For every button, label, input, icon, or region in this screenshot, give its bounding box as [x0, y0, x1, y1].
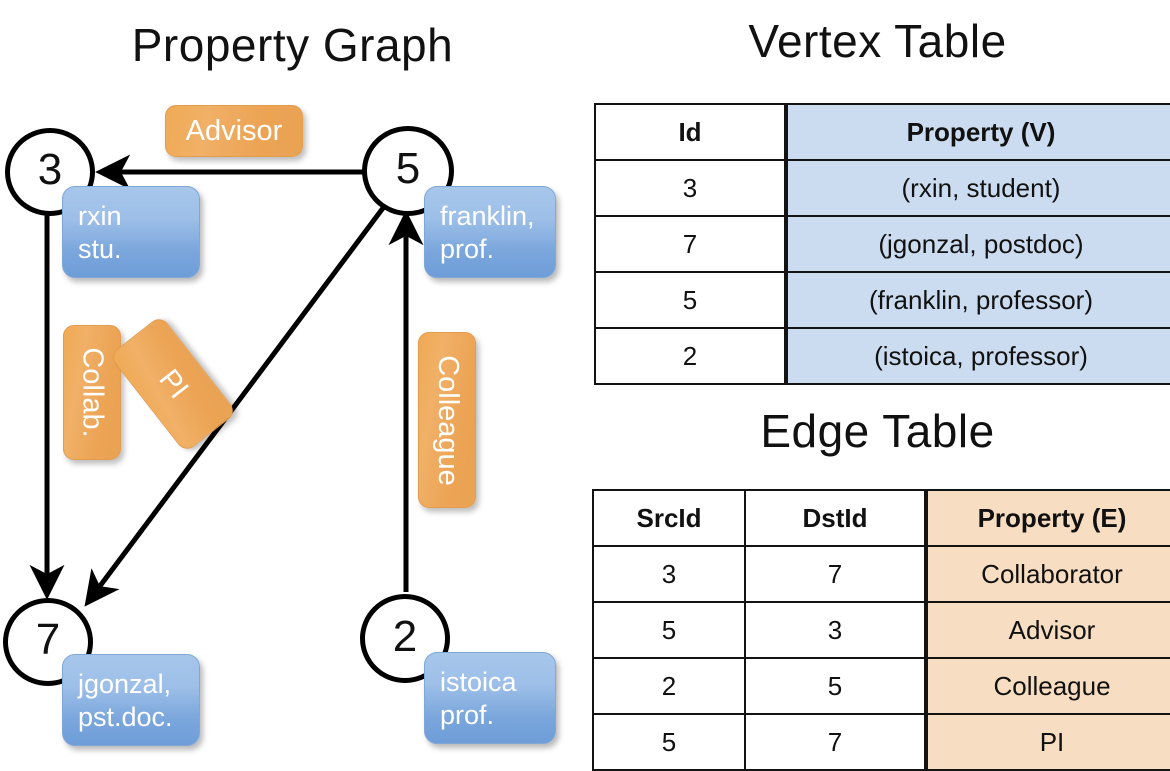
vertex-property-box-2: istoica prof. — [424, 652, 556, 744]
vertex-row-2-id: 5 — [594, 271, 787, 329]
table-row[interactable]: 7 (jgonzal, postdoc) — [594, 215, 1170, 273]
vertex-table-header-id: Id — [594, 103, 787, 161]
edge-table: SrcId DstId Property (E) 3 7 Collaborato… — [592, 489, 1170, 771]
edge-row-3-property: PI — [924, 713, 1170, 771]
vertex-property-7-line1: jgonzal, — [78, 669, 172, 699]
edge-label-collab-text: Collab. — [76, 347, 109, 438]
table-row[interactable]: 2 (istoica, professor) — [594, 327, 1170, 385]
edge-row-3-dst: 7 — [744, 713, 927, 771]
vertex-property-3-line1: rxin — [78, 201, 122, 231]
edge-row-1-dst: 3 — [744, 601, 927, 659]
edge-5-to-7 — [84, 206, 386, 607]
vertex-table: Id Property (V) 3 (rxin, student) 7 (jgo… — [594, 103, 1170, 385]
edge-row-2-src: 2 — [592, 657, 746, 715]
vertex-property-box-3: rxin stu. — [62, 186, 200, 278]
node-2-label: 2 — [392, 611, 418, 661]
table-row[interactable]: 3 7 Collaborator — [592, 545, 1170, 603]
graph-edges-svg — [29, 154, 424, 607]
edge-table-header-dstid: DstId — [744, 489, 927, 547]
node-3-label: 3 — [37, 145, 63, 194]
edge-row-1-src: 5 — [592, 601, 746, 659]
edge-row-0-dst: 7 — [744, 545, 927, 603]
vertex-property-3-line2: stu. — [78, 233, 122, 264]
vertex-row-0-property: (rxin, student) — [784, 159, 1170, 217]
vertex-row-1-property: (jgonzal, postdoc) — [784, 215, 1170, 273]
vertex-property-2-line1: istoica — [440, 667, 517, 697]
edge-row-1-property: Advisor — [924, 601, 1170, 659]
vertex-property-box-5: franklin, prof. — [424, 186, 556, 278]
table-row[interactable]: 5 3 Advisor — [592, 601, 1170, 659]
edge-label-colleague-text: Colleague — [431, 354, 464, 486]
edge-label-colleague: Colleague — [418, 332, 476, 508]
edge-table-header-srcid: SrcId — [592, 489, 746, 547]
table-row[interactable]: 2 5 Colleague — [592, 657, 1170, 715]
edge-table-header-property: Property (E) — [924, 489, 1170, 547]
edge-row-0-src: 3 — [592, 545, 746, 603]
edge-row-3-src: 5 — [592, 713, 746, 771]
edge-table-header-row: SrcId DstId Property (E) — [592, 489, 1170, 547]
vertex-property-5-line1: franklin, — [440, 201, 535, 231]
page-title-vertex-table: Vertex Table — [748, 15, 1007, 67]
node-5-label: 5 — [395, 144, 421, 193]
vertex-row-2-property: (franklin, professor) — [784, 271, 1170, 329]
vertex-row-1-id: 7 — [594, 215, 787, 273]
property-graph-panel: Property Graph 3 5 7 2 — [0, 0, 585, 760]
edge-label-pi-text: PI — [152, 363, 195, 405]
page-title-property-graph: Property Graph — [131, 19, 454, 71]
vertex-row-0-id: 3 — [594, 159, 787, 217]
node-7-label: 7 — [35, 615, 61, 664]
edge-row-2-dst: 5 — [744, 657, 927, 715]
vertex-table-header-row: Id Property (V) — [594, 103, 1170, 161]
edge-row-0-property: Collaborator — [924, 545, 1170, 603]
vertex-property-5-line2: prof. — [440, 233, 495, 264]
edge-label-collab: Collab. — [63, 325, 121, 460]
edge-row-2-property: Colleague — [924, 657, 1170, 715]
vertex-property-7-line2: pst.doc. — [78, 701, 173, 732]
vertex-row-3-property: (istoica, professor) — [784, 327, 1170, 385]
table-row[interactable]: 3 (rxin, student) — [594, 159, 1170, 217]
table-row[interactable]: 5 7 PI — [592, 713, 1170, 771]
vertex-row-3-id: 2 — [594, 327, 787, 385]
edge-label-advisor: Advisor — [165, 105, 303, 157]
table-row[interactable]: 5 (franklin, professor) — [594, 271, 1170, 329]
vertex-property-box-7: jgonzal, pst.doc. — [62, 654, 200, 746]
vertex-table-header-property: Property (V) — [784, 103, 1170, 161]
vertex-property-2-line2: prof. — [440, 699, 495, 730]
node-2[interactable]: 2 — [360, 594, 450, 683]
page-title-edge-table: Edge Table — [760, 405, 995, 457]
edge-label-advisor-text: Advisor — [185, 114, 283, 147]
